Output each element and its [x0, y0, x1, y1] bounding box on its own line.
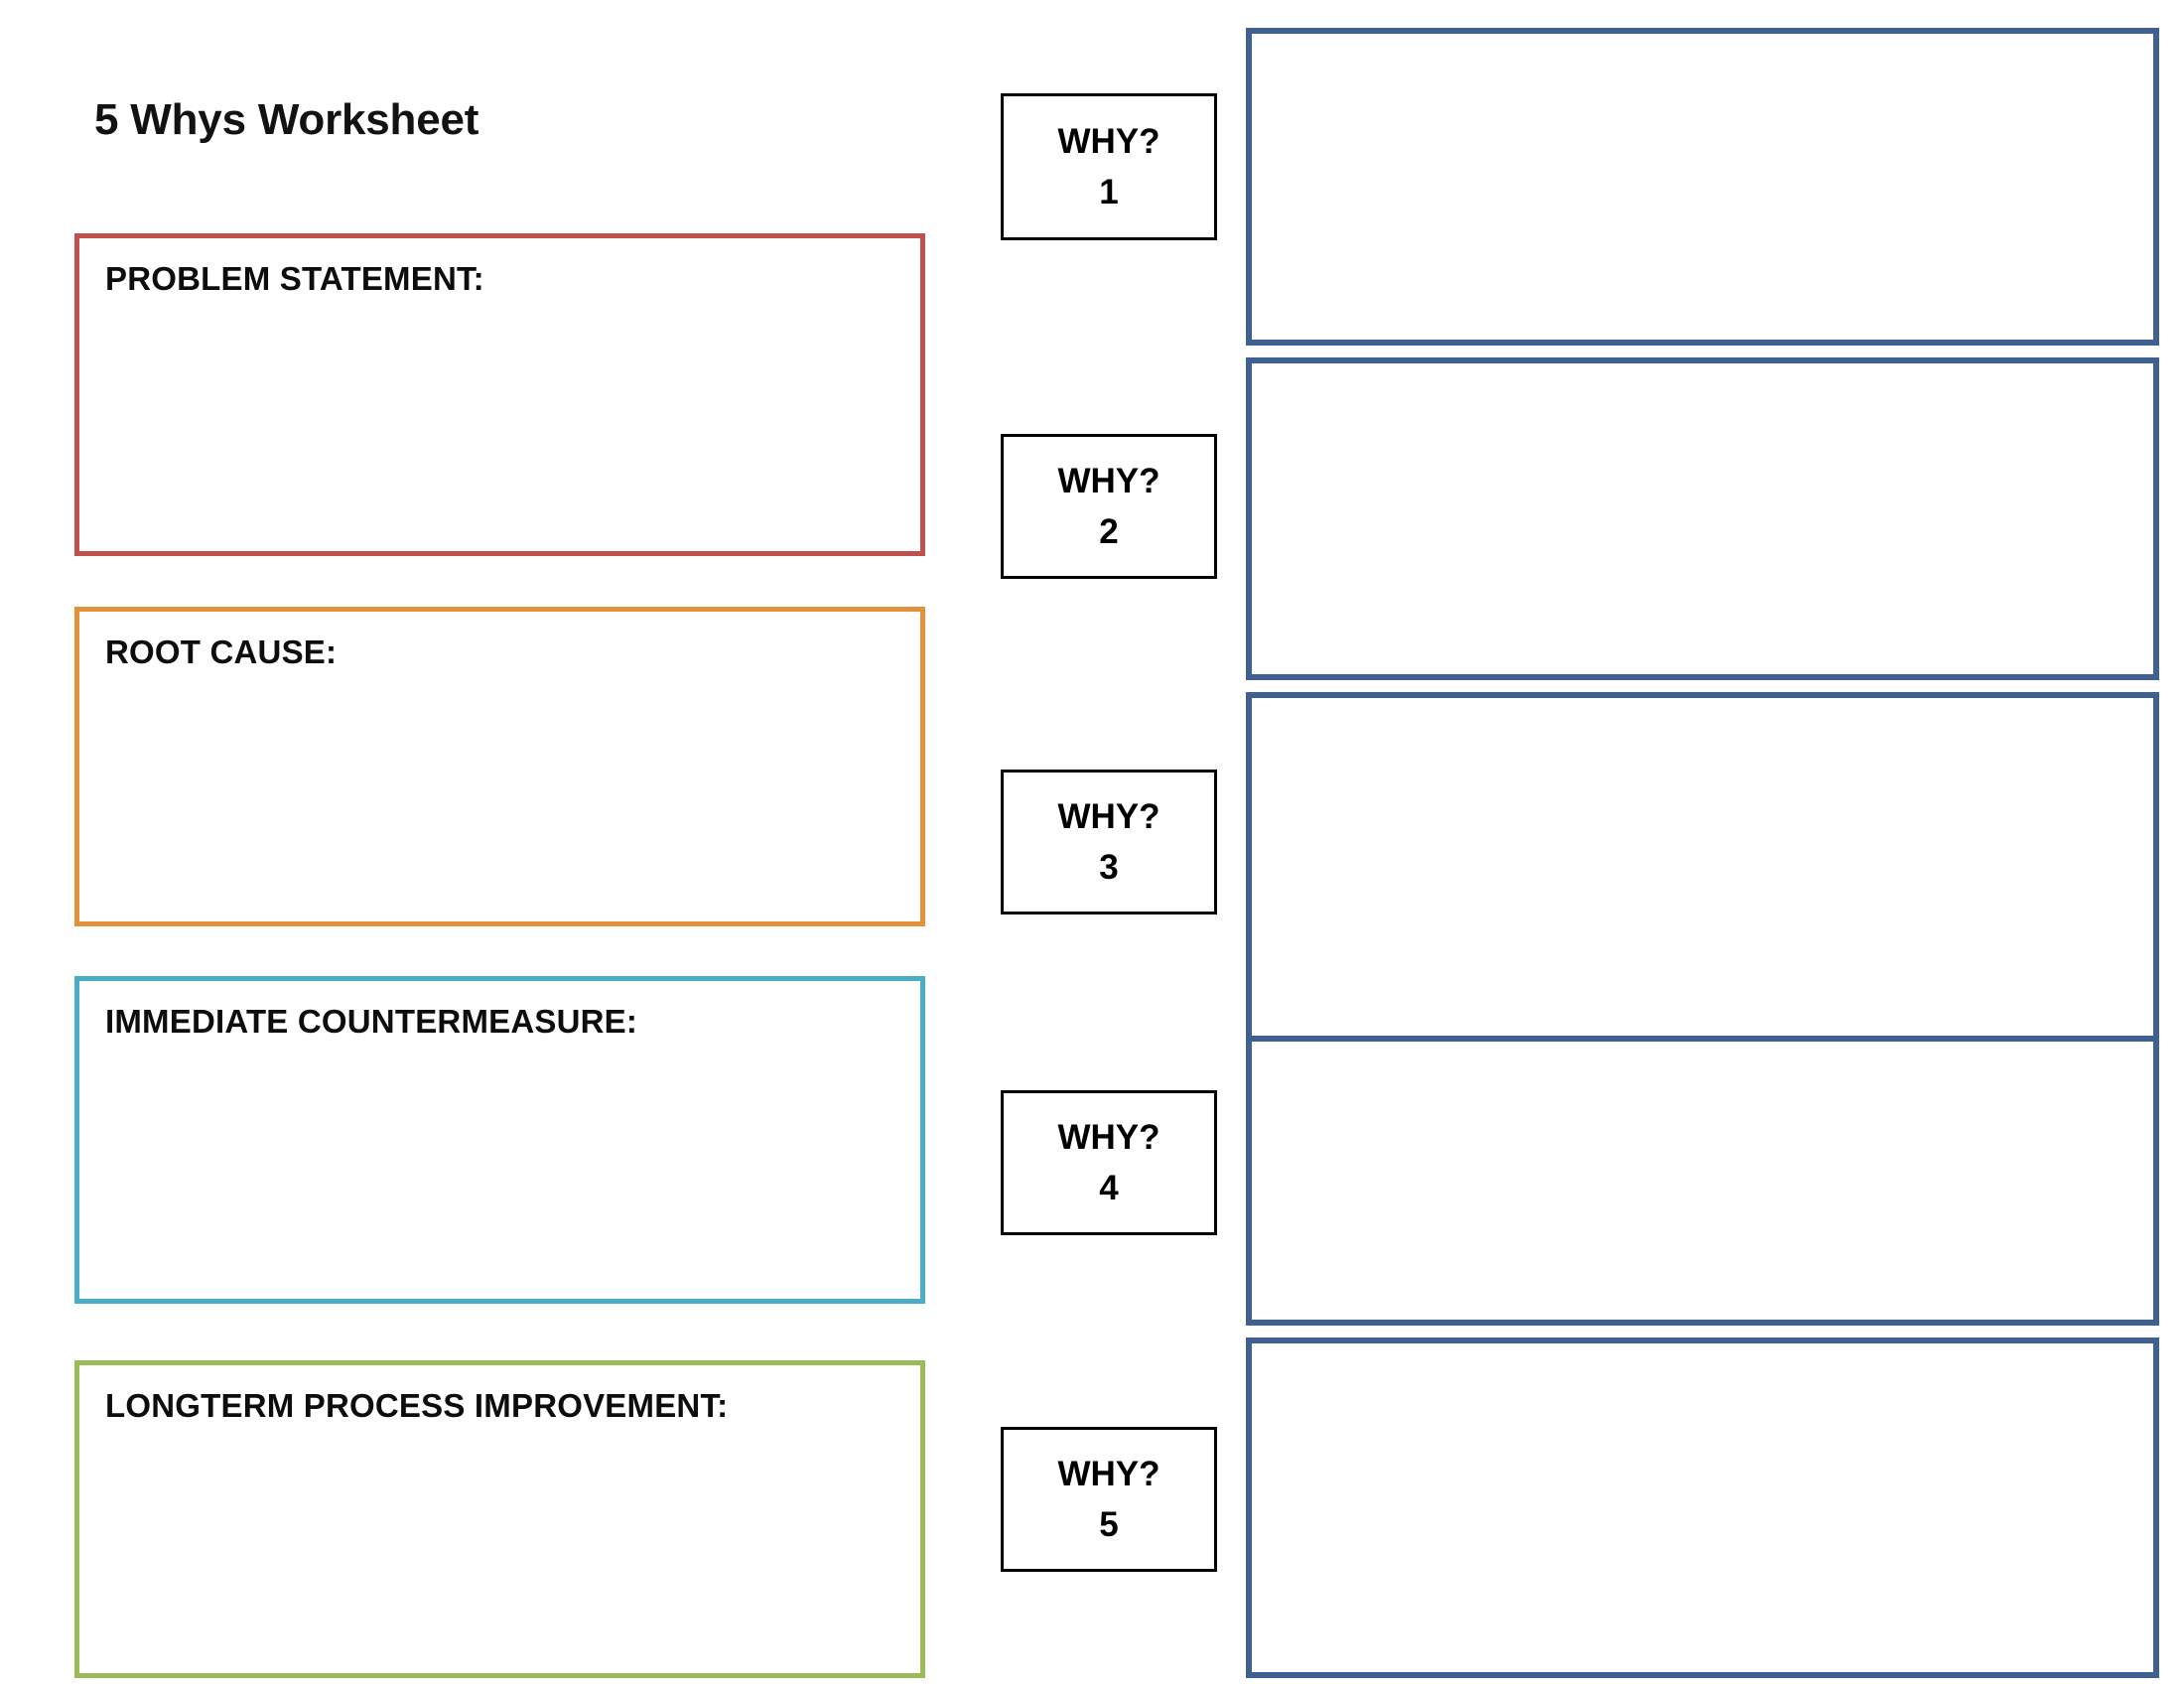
why-number-1: 1	[1099, 173, 1119, 211]
longterm-process-improvement-label: LONGTERM PROCESS IMPROVEMENT:	[105, 1387, 729, 1424]
why-label-box-5: WHY? 5	[1001, 1427, 1217, 1572]
why-number-5: 5	[1099, 1505, 1119, 1544]
why-label-box-1: WHY? 1	[1001, 93, 1217, 240]
why-answer-input-1[interactable]	[1252, 34, 2153, 340]
why-answer-box-2	[1246, 357, 2159, 680]
why-answer-box-4	[1246, 1036, 2159, 1326]
why-answer-input-4[interactable]	[1252, 1042, 2153, 1320]
root-cause-box: ROOT CAUSE:	[74, 607, 925, 926]
why-word-5: WHY?	[1057, 1455, 1160, 1493]
why-number-2: 2	[1099, 512, 1119, 551]
longterm-process-improvement-box: LONGTERM PROCESS IMPROVEMENT:	[74, 1360, 925, 1678]
immediate-countermeasure-box: IMMEDIATE COUNTERMEASURE:	[74, 976, 925, 1304]
page-title: 5 Whys Worksheet	[94, 95, 479, 144]
immediate-countermeasure-label: IMMEDIATE COUNTERMEASURE:	[105, 1003, 638, 1040]
root-cause-input[interactable]	[84, 691, 915, 916]
problem-statement-label: PROBLEM STATEMENT:	[105, 260, 484, 297]
why-label-box-3: WHY? 3	[1001, 770, 1217, 914]
why-label-box-2: WHY? 2	[1001, 434, 1217, 579]
why-answer-box-5	[1246, 1337, 2159, 1678]
why-answer-input-2[interactable]	[1252, 363, 2153, 674]
why-number-3: 3	[1099, 848, 1119, 887]
why-word-2: WHY?	[1057, 462, 1160, 500]
longterm-process-improvement-input[interactable]	[84, 1445, 915, 1668]
immediate-countermeasure-input[interactable]	[84, 1060, 915, 1294]
root-cause-label: ROOT CAUSE:	[105, 633, 338, 670]
why-answer-box-1	[1246, 28, 2159, 346]
why-number-4: 4	[1099, 1169, 1119, 1207]
why-label-box-4: WHY? 4	[1001, 1090, 1217, 1235]
why-word-4: WHY?	[1057, 1118, 1160, 1157]
problem-statement-input[interactable]	[84, 318, 915, 546]
why-word-3: WHY?	[1057, 797, 1160, 836]
problem-statement-box: PROBLEM STATEMENT:	[74, 233, 925, 556]
why-word-1: WHY?	[1057, 122, 1160, 161]
why-answer-input-5[interactable]	[1252, 1343, 2153, 1672]
